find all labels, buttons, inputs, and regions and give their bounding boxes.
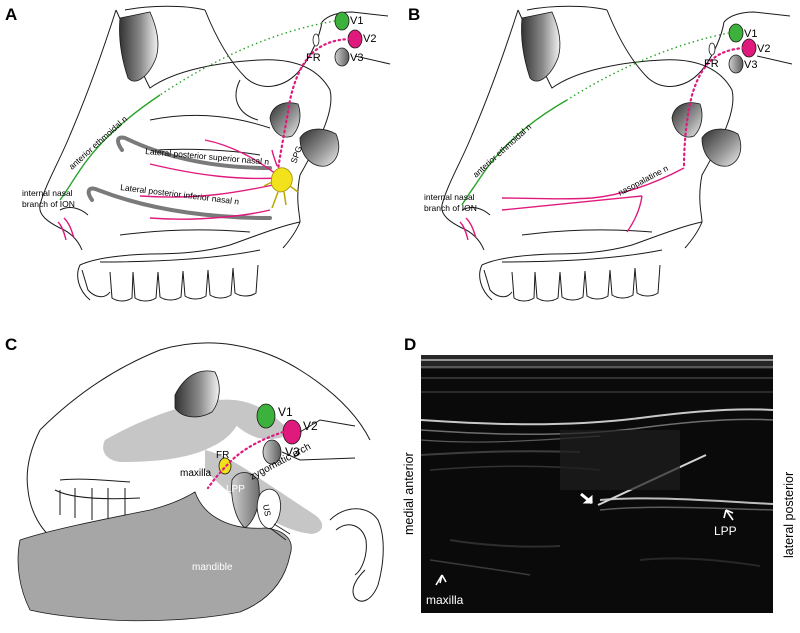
panel-a-spg-label: SPG xyxy=(288,144,304,164)
needle-arrowhead-icon xyxy=(582,494,593,504)
panel-b-v2-label: V2 xyxy=(757,43,770,55)
ultrasound-image: LPP maxilla xyxy=(421,355,773,613)
maxilla-arrow-icon xyxy=(435,574,447,586)
panel-b-nasopalatine-label: nasopalatine n xyxy=(616,163,670,198)
panel-c-ganglia xyxy=(218,403,356,475)
panel-c-v3-shape xyxy=(262,439,282,465)
lpp-arrow-icon xyxy=(723,509,734,521)
panel-b-ganglia xyxy=(708,23,757,74)
panel-a-letter: A xyxy=(5,5,17,24)
spg-ganglion-shape xyxy=(270,167,293,193)
panel-c-mandible-label: mandible xyxy=(192,562,233,573)
panel-c-us-label: US xyxy=(261,504,273,518)
panel-a-v2-label: V2 xyxy=(363,33,376,45)
panel-a-v1-label: V1 xyxy=(350,15,363,27)
panel-b-sinuses xyxy=(521,11,742,167)
panel-b-nerves xyxy=(459,32,746,241)
panel-c-v1-label: V1 xyxy=(278,405,293,419)
panel-c-v2-shape xyxy=(282,419,302,445)
panel-d: D xyxy=(402,335,796,613)
panel-c-spg-shape xyxy=(218,457,232,475)
panel-a-v1-shape xyxy=(334,11,350,31)
panel-b-anterior-ethmoidal-label: anterior ethmoidal n xyxy=(471,122,534,180)
panel-c-v2-label: V2 xyxy=(303,419,318,433)
panel-a: A xyxy=(5,5,391,302)
panel-b: B xyxy=(408,5,793,302)
panel-d-lateral-posterior-label: lateral posterior xyxy=(782,472,796,558)
panel-b-fr-shape xyxy=(708,42,716,56)
panel-b-v3-shape xyxy=(728,54,744,74)
panel-c-skull xyxy=(17,342,384,622)
panel-b-ion-label-1: internal nasal xyxy=(424,192,475,202)
panel-a-nerves xyxy=(57,20,352,241)
panel-b-v1-label: V1 xyxy=(744,28,757,40)
panel-b-fr-label: FR xyxy=(704,58,719,70)
panel-b-letter: B xyxy=(408,5,420,24)
panel-c-nerves xyxy=(206,430,285,490)
panel-a-labels: V1 V2 V3 FR anterior ethmoidal n Lateral… xyxy=(22,15,376,209)
us-probe-shape xyxy=(256,488,281,529)
panel-c-v3-label: V3 xyxy=(285,445,300,459)
panel-a-skull-outline xyxy=(39,5,391,302)
panel-a-v3-shape xyxy=(334,47,350,67)
panel-c-fr-label: FR xyxy=(216,450,229,461)
panel-c-letter: C xyxy=(5,335,17,354)
panel-c-lpp-label: LPP xyxy=(226,484,245,495)
panel-a-ion-label-2: branch of ION xyxy=(22,199,75,209)
panel-a-ganglia xyxy=(312,11,363,67)
panel-b-skull-outline xyxy=(441,5,793,302)
panel-b-v3-label: V3 xyxy=(744,59,757,71)
panel-b-v1-shape xyxy=(728,23,744,43)
panel-b-ion-label-2: branch of ION xyxy=(424,203,477,213)
panel-a-sinuses xyxy=(119,11,340,167)
panel-d-letter: D xyxy=(404,335,416,354)
panel-d-maxilla-label: maxilla xyxy=(426,593,464,607)
panel-a-ion-label-1: internal nasal xyxy=(22,188,73,198)
panel-c-v1-shape xyxy=(256,403,276,429)
panel-c-maxilla-label: maxilla xyxy=(180,468,212,479)
panel-a-fr-shape xyxy=(312,33,320,47)
panel-d-medial-anterior-label: medial anterior xyxy=(402,452,416,535)
panel-c: C V1 xyxy=(5,335,384,622)
panel-d-lpp-label: LPP xyxy=(714,524,737,538)
panel-a-v3-label: V3 xyxy=(350,52,363,64)
panel-a-fr-label: FR xyxy=(306,52,321,64)
